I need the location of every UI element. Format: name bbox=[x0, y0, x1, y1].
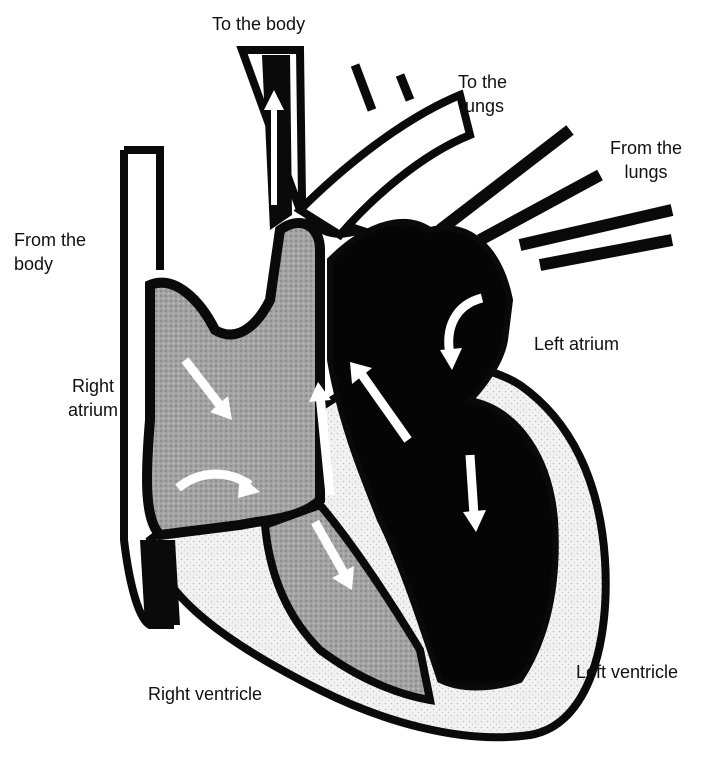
pulmonary-branch bbox=[355, 65, 410, 110]
label-to-the-lungs-line2: lungs bbox=[458, 94, 507, 118]
right-atrium-chamber bbox=[147, 223, 320, 535]
arrow-lv-down bbox=[470, 455, 474, 515]
label-left-atrium-text: Left atrium bbox=[534, 332, 619, 356]
label-from-the-body: From the body bbox=[14, 228, 86, 276]
label-from-the-lungs-line2: lungs bbox=[610, 160, 682, 184]
label-from-the-body-line1: From the bbox=[14, 228, 86, 252]
label-right-ventricle-text: Right ventricle bbox=[148, 682, 262, 706]
label-right-atrium-line2: atrium bbox=[68, 398, 118, 422]
label-left-atrium: Left atrium bbox=[534, 332, 619, 356]
label-to-the-lungs-line1: To the bbox=[458, 70, 507, 94]
label-to-the-body-text: To the body bbox=[212, 12, 305, 36]
label-to-the-body: To the body bbox=[212, 12, 305, 36]
label-from-the-body-line2: body bbox=[14, 252, 86, 276]
label-left-ventricle-text: Left ventricle bbox=[576, 660, 678, 684]
pulmonary-artery bbox=[300, 95, 470, 235]
label-right-atrium-line1: Right bbox=[68, 374, 118, 398]
vena-cava-lower bbox=[140, 540, 180, 625]
label-from-the-lungs-line1: From the bbox=[610, 136, 682, 160]
label-right-atrium: Right atrium bbox=[68, 374, 118, 422]
label-from-the-lungs: From the lungs bbox=[610, 136, 682, 184]
label-right-ventricle: Right ventricle bbox=[148, 682, 262, 706]
label-left-ventricle: Left ventricle bbox=[576, 660, 678, 684]
label-to-the-lungs: To the lungs bbox=[458, 70, 507, 118]
